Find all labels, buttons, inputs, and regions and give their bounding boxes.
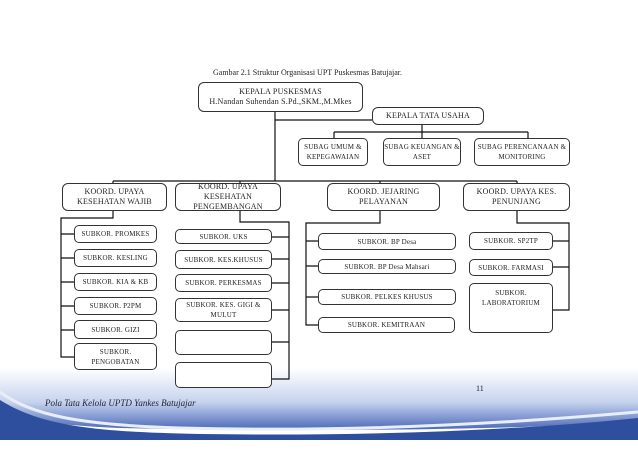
kepala-puskesmas-box: KEPALA PUSKESMAS H.Nandan Suhendan S.Pd.…	[198, 82, 363, 112]
koord-box: KOORD. JEJARING PELAYANAN	[327, 183, 440, 211]
subkor-box: SUBKOR. BP Desa Mahsari	[318, 259, 456, 274]
subkor-box: SUBKOR. P2PM	[74, 297, 157, 315]
subkor-box: SUBKOR. KEMITRAAN	[318, 317, 455, 333]
page-number: 11	[476, 384, 484, 393]
subkor-box: SUBKOR. UKS	[175, 229, 272, 244]
empty-box	[175, 330, 272, 355]
subkor-box: SUBKOR. GIZI	[74, 320, 157, 339]
subkor-box: SUBKOR. PELKES KHUSUS	[318, 289, 456, 305]
subkor-box: SUBKOR. SP2TP	[469, 232, 553, 250]
subkor-box: SUBKOR. LABORATORIUM	[469, 283, 553, 333]
subkor-box: SUBKOR. KIA & KB	[74, 273, 157, 291]
footer-text: Pola Tata Kelola UPTD Yankes Batujajar	[45, 398, 196, 408]
subkor-box: SUBKOR. KESLING	[74, 249, 157, 267]
figure-caption: Gambar 2.1 Struktur Organisasi UPT Puske…	[213, 68, 403, 77]
subkor-box: SUBKOR. PENGOBATAN	[74, 343, 157, 370]
empty-box	[175, 362, 272, 388]
kepala-tata-usaha-box: KEPALA TATA USAHA	[372, 107, 484, 125]
subag-box: SUBAG KEUANGAN & ASET	[383, 138, 461, 166]
koord-box: KOORD. UPAYA KESEHATAN WAJIB	[62, 183, 167, 211]
head-title: KEPALA PUSKESMAS	[239, 87, 322, 96]
subkor-box: SUBKOR. FARMASI	[469, 259, 553, 276]
subkor-box: SUBKOR. PROMKES	[74, 225, 157, 243]
subkor-box: SUBKOR. PERKESMAS	[175, 274, 272, 292]
koord-box: KOORD. UPAYA KES. PENUNJANG	[463, 183, 570, 211]
head-name: H.Nandan Suhendan S.Pd.,SKM.,M.Mkes	[209, 97, 352, 106]
subag-box: SUBAG UMUM & KEPEGAWAIAN	[298, 138, 368, 166]
subag-box: SUBAG PERENCANAAN & MONITORING	[474, 138, 570, 166]
koord-box: KOORD. UPAYA KESEHATAN PENGEMBANGAN	[175, 182, 281, 211]
subkor-box: SUBKOR. BP Desa	[318, 233, 456, 250]
subkor-box: SUBKOR. KES. GIGI & MULUT	[175, 298, 272, 322]
subkor-box: SUBKOR. KES.KHUSUS	[175, 250, 272, 269]
